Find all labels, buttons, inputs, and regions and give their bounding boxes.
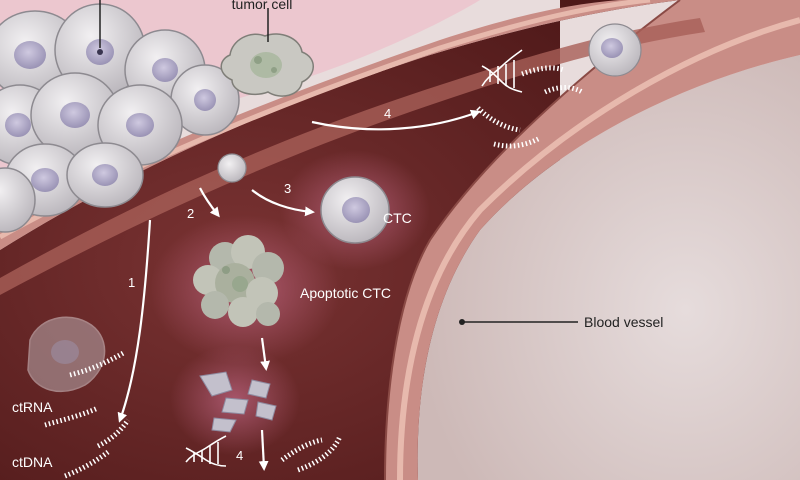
tumor-cell-label: tumor cell: [232, 0, 293, 12]
blood-cell-top-right: [589, 24, 641, 76]
extravasating-cell: [218, 154, 246, 182]
ctc-cell: [321, 177, 389, 243]
ctc-label: CTC: [383, 210, 412, 226]
step-3: 3: [284, 181, 291, 196]
step-4-top: 4: [384, 106, 391, 121]
apoptotic-ctc-label: Apoptotic CTC: [300, 285, 391, 301]
step-1: 1: [128, 275, 135, 290]
step-4-bottom: 4: [236, 448, 243, 463]
ctrna-label: ctRNA: [12, 399, 53, 415]
ctdna-label: ctDNA: [12, 454, 53, 470]
step-2: 2: [187, 206, 194, 221]
blood-vessel-label: Blood vessel: [584, 314, 663, 330]
